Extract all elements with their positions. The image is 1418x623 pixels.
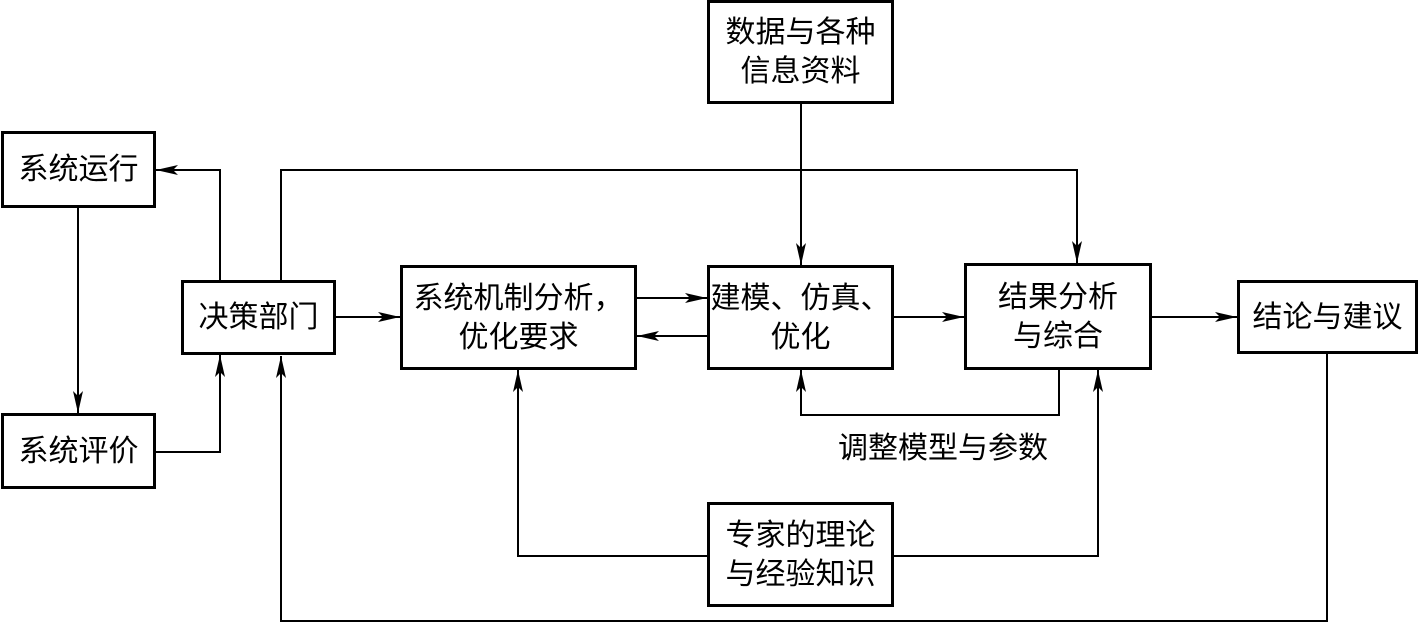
node-data-information: 数据与各种 信息资料 [707, 0, 894, 104]
node-data-information-line1: 数据与各种 [725, 15, 876, 50]
node-expert-knowledge: 专家的理论 与经验知识 [707, 502, 894, 607]
node-conclusions: 结论与建议 [1237, 280, 1418, 354]
node-conclusions-text: 结论与建议 [1252, 299, 1403, 335]
node-expert-knowledge-line2: 与经验知识 [725, 556, 876, 592]
node-data-information-line2: 信息资料 [740, 54, 861, 89]
node-mechanism-analysis-line2: 优化要求 [458, 319, 579, 355]
node-system-operation: 系统运行 [1, 131, 156, 208]
node-system-operation-text: 系统运行 [18, 152, 139, 187]
edge-decision-to-operation [156, 165, 221, 280]
node-system-evaluation-text: 系统评价 [18, 433, 139, 469]
node-modeling-simulation-line2: 优化 [770, 319, 831, 355]
edge-expert-to-results [894, 370, 1103, 557]
node-modeling-simulation-line1: 建模、仿真、 [710, 280, 891, 316]
edge-results-feedback-to-modeling [796, 370, 1060, 416]
edge-evaluation-to-decision [156, 355, 225, 453]
node-result-analysis-line1: 结果分析 [998, 279, 1118, 315]
node-mechanism-analysis-line1: 系统机制分析， [413, 280, 624, 316]
label-adjust-model-parameters: 调整模型与参数 [838, 431, 1048, 466]
node-expert-knowledge-line1: 专家的理论 [725, 517, 876, 553]
node-decision-department-text: 决策部门 [198, 300, 319, 335]
edge-decision-to-results [280, 169, 1082, 280]
node-mechanism-analysis: 系统机制分析， 优化要求 [400, 265, 637, 370]
node-result-analysis-line2: 与综合 [1013, 318, 1103, 354]
node-system-evaluation: 系统评价 [1, 413, 156, 489]
edge-expert-to-mechanism [513, 370, 707, 557]
node-result-analysis: 结果分析 与综合 [964, 263, 1152, 370]
edge-conclusions-to-decision [276, 354, 1328, 622]
node-modeling-simulation: 建模、仿真、 优化 [707, 265, 894, 370]
node-decision-department: 决策部门 [181, 280, 336, 355]
